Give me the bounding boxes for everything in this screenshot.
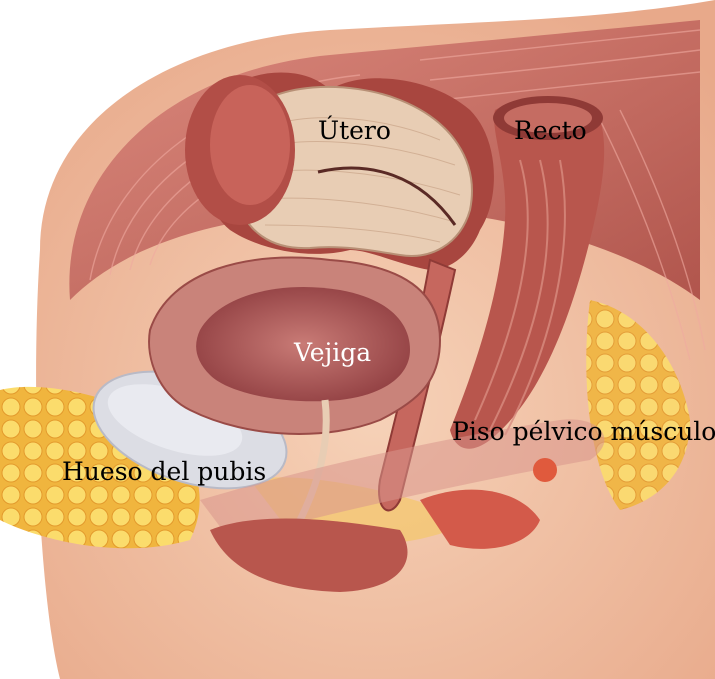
pubic-bone-label: Hueso del pubis: [62, 459, 266, 484]
bladder-label: Vejiga: [294, 340, 371, 365]
pelvic-floor-muscle-label: Piso pélvico músculo: [452, 419, 715, 444]
uterus-label: Útero: [318, 118, 391, 143]
rectum-label: Recto: [514, 118, 587, 143]
